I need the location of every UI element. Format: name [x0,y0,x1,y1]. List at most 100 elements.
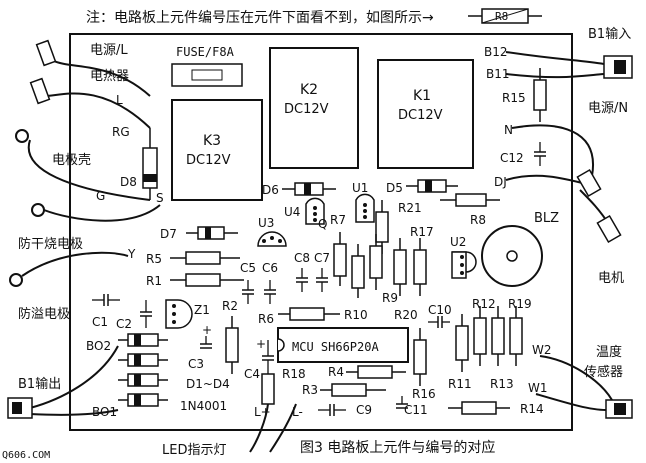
ext-heater: 电热器 [90,69,129,84]
label-r18: R18 [282,367,306,381]
diode-d7 [186,226,238,240]
label-s: S [156,191,164,205]
label-r10: R10 [344,308,368,322]
resistor-r3 [320,383,386,397]
label-c1: C1 [92,315,108,329]
label-y: Y [127,247,136,261]
note-example-resistor: R8 [468,8,542,24]
resistor-r16 [413,328,427,386]
fuse [171,63,243,87]
label-c9: C9 [356,403,372,417]
relay-k2-rating: DC12V [284,102,329,117]
label-r9: R9 [382,291,398,305]
fuse-label: FUSE/F8A [176,45,235,59]
ext-temp-1: 温度 [596,344,622,360]
label-w1: W1 [528,381,548,395]
label-d8: D8 [120,175,137,189]
label-r7: R7 [330,213,346,227]
label-r17: R17 [410,225,434,239]
label-u3: U3 [258,216,274,230]
label-r20: R20 [394,308,418,322]
svg-text:+: + [256,337,266,351]
ext-shell: 电极壳 [52,153,91,168]
resistor-r15 [533,68,547,122]
ext-power-n: 电源/N [588,101,628,116]
ext-b1-out: B1输出 [18,376,61,392]
label-c7: C7 [314,251,330,265]
label-c11: C11 [404,403,428,417]
label-l: L [116,93,123,107]
label-d6: D6 [262,183,279,197]
resistor-r6 [278,307,340,321]
led-leads [249,403,297,453]
resistor-r13 [491,306,505,366]
label-b12: B12 [484,45,508,59]
label-1n4001: 1N4001 [180,399,227,413]
label-q: Q [318,217,327,231]
label-r6: R6 [258,312,274,326]
diode-bridge [118,333,168,407]
ext-overflow: 防溢电极 [18,306,70,322]
buzzer [481,225,543,287]
label-r12: R12 [472,297,496,311]
capacitor-c12 [534,142,546,166]
label-r3: R3 [302,383,318,397]
mcu-chip: MCU SH66P20A [277,327,409,363]
transistor-q [355,193,375,223]
ring-terminal-overflow [9,273,23,287]
label-r14: R14 [520,402,544,416]
mcu-label: MCU SH66P20A [292,340,379,354]
label-d5: D5 [386,181,403,195]
ring-terminal-dry-burn [31,203,45,217]
label-c4: C4 [244,367,260,381]
label-z1: Z1 [194,303,210,317]
resistor-r17 [393,238,407,296]
label-blz: BLZ [534,211,559,226]
connector-heater [29,77,51,105]
external-wires-temp [535,355,613,411]
resistor-r11 [455,314,469,372]
label-r15: R15 [502,91,526,105]
resistor-column-2 [351,244,365,298]
relay-k1-name: K1 [413,88,431,104]
label-c6: C6 [262,261,278,275]
capacitor-c2 [140,300,152,328]
capacitor-c5 [242,280,254,304]
label-r21: R21 [398,201,422,215]
label-r19: R19 [508,297,532,311]
note-text: 注：电路板上元件编号压在元件下面看不到，如图所示→ [86,10,434,26]
resistor-r19 [509,306,523,366]
svg-text:+: + [202,323,212,337]
resistor-column-1 [333,232,347,286]
ext-temp-2: 传感器 [584,364,623,380]
label-c5: C5 [240,261,256,275]
label-r5: R5 [146,252,162,266]
resistor-r14 [448,401,510,415]
relay-k2-name: K2 [300,82,318,98]
diode-d8 [142,128,158,200]
resistor-r9-area [413,238,427,296]
label-r16: R16 [412,387,436,401]
figure-caption: 图3 电路板上元件与编号的对应 [300,439,495,456]
resistor-r5 [170,251,240,265]
label-c12: C12 [500,151,524,165]
ext-b1-in: B1输入 [588,26,631,42]
label-r11: R11 [448,377,472,391]
relay-k3-name: K3 [203,133,221,149]
resistor-r1 [170,273,244,287]
label-b11: B11 [486,67,510,81]
resistor-r2 [225,316,239,374]
relay-k1-rating: DC12V [398,108,443,123]
regulator-z1 [165,299,193,329]
transistor-u2 [451,251,477,279]
connector-b1-out [7,397,33,419]
connector-motor [596,214,622,244]
connector-temp-sensor [605,399,633,419]
ext-led: LED指示灯 [162,443,226,458]
ext-dry-burn: 防干烧电极 [18,236,83,252]
connector-b1-in [603,55,633,79]
capacitor-c8 [296,268,308,292]
diode-d5 [406,179,458,193]
transistor-u3 [257,231,287,247]
